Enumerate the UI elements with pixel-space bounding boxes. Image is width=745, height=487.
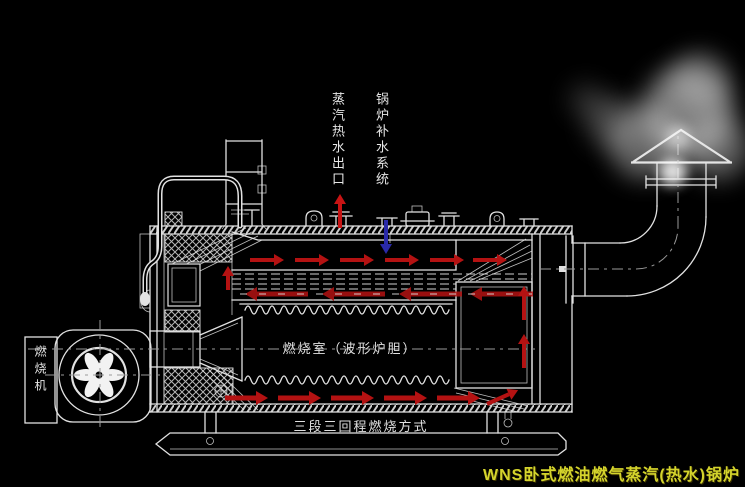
lifting-lug <box>305 210 323 227</box>
rear-reversal-chamber <box>453 238 533 413</box>
smoke-cloud <box>568 52 745 186</box>
feedwater-nozzle <box>376 217 398 227</box>
lifting-lug-rear <box>489 211 505 227</box>
base-skid <box>154 411 567 456</box>
label-combustion-chamber: 燃烧室（波形炉胆） <box>282 341 418 356</box>
flue-duct-elbow <box>559 205 707 304</box>
front-turn-arrow <box>222 266 234 290</box>
diagram-caption: WNS卧式燃油燃气蒸汽(热水)锅炉 <box>483 467 740 484</box>
top-fittings <box>140 139 539 306</box>
label-burner: 燃烧机 <box>33 345 47 396</box>
label-combustion-mode: 三段三回程燃烧方式 <box>293 419 429 434</box>
ladder <box>221 139 267 230</box>
label-steam-outlet: 蒸汽热水出口 <box>330 92 345 188</box>
safety-valve-nozzle <box>438 212 460 227</box>
label-feed-system: 锅炉补水系统 <box>374 92 389 188</box>
main-steam-valve <box>400 205 435 227</box>
flue-tubes <box>231 231 533 305</box>
burner-housing <box>54 329 152 423</box>
front-smoke-box <box>163 211 263 411</box>
corrugated-furnace <box>244 305 450 385</box>
pressure-gauge-pipe <box>140 175 249 306</box>
burner <box>24 316 535 428</box>
burner-label-box <box>24 336 58 424</box>
steam-outlet-nozzle <box>329 211 353 227</box>
flow-arrows-rear-chamber <box>518 286 530 368</box>
flow-arrows-third-pass <box>250 254 507 266</box>
